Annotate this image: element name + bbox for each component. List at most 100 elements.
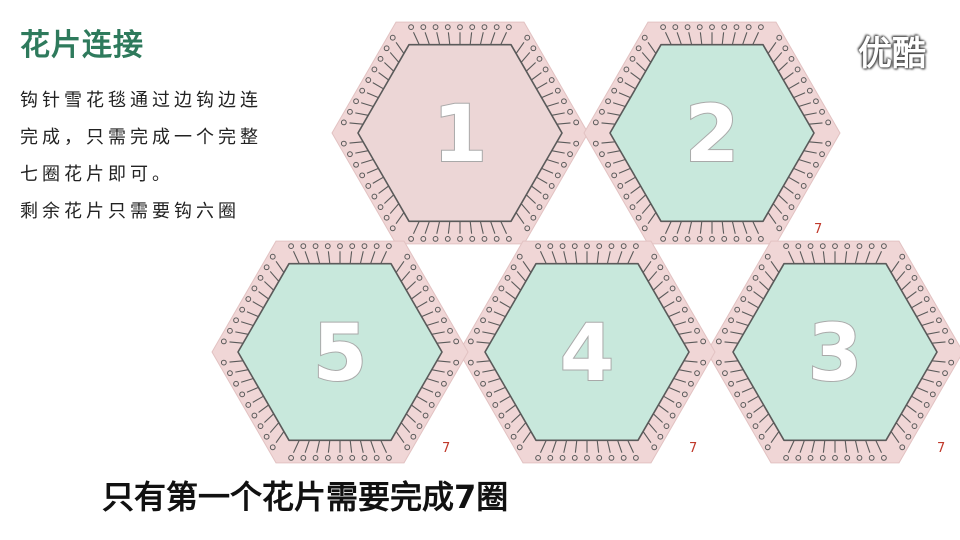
chain-loop-mark [696, 24, 703, 31]
chain-loop-mark [361, 243, 368, 250]
chain-loop-mark [432, 235, 439, 242]
stitch-mark [724, 341, 739, 344]
chain-loop-mark [758, 264, 765, 271]
stitch-mark [764, 271, 775, 282]
chain-loop-mark [447, 327, 453, 334]
stitch-mark [292, 440, 300, 453]
stitch-mark [875, 251, 883, 264]
motif-2: 27 [583, 21, 841, 245]
chain-loop-mark [669, 412, 676, 419]
stitch-mark [424, 221, 430, 234]
stitch-mark [476, 360, 491, 363]
chain-loop-mark [524, 225, 531, 232]
stitch-mark [539, 251, 547, 264]
stitch-mark [753, 291, 764, 300]
chain-loop-mark [700, 359, 707, 366]
motif-inner-fill [732, 262, 938, 442]
stitch-mark [235, 369, 249, 373]
stitch-mark [636, 194, 647, 204]
stitch-mark [788, 176, 800, 184]
stitch-mark [627, 440, 635, 453]
stitch-mark [482, 331, 496, 335]
stitch-mark [811, 440, 816, 453]
chain-loop-mark [371, 193, 378, 200]
stitch-mark [349, 141, 364, 144]
chain-loop-mark [269, 253, 276, 260]
chain-loop-mark [547, 243, 554, 250]
caption-text: 只有第一个花片需要完成7圈 [102, 478, 509, 516]
chain-loop-mark [881, 243, 887, 250]
stitch-mark [574, 251, 578, 264]
chain-loop-mark [641, 34, 648, 41]
stitch-mark [389, 52, 400, 63]
chain-loop-mark [715, 359, 722, 366]
chain-loop-mark [746, 285, 753, 292]
chain-loop-mark [559, 454, 566, 461]
motif-number-label: 2 [685, 90, 739, 180]
chain-loop-mark [617, 183, 624, 189]
stitch-mark [652, 281, 663, 291]
chain-loop-mark [651, 444, 658, 451]
chain-loop-mark [337, 243, 343, 250]
chain-loop-mark [377, 55, 384, 62]
stitch-mark [229, 341, 244, 344]
chain-loop-mark [469, 24, 476, 31]
stitch-mark [395, 431, 405, 443]
stitch-mark [731, 32, 736, 45]
stitch-mark [596, 251, 600, 264]
chain-loop-mark [709, 235, 715, 242]
stitch-mark [292, 251, 300, 264]
chain-loop-mark [813, 161, 819, 168]
stitch-mark [647, 422, 658, 433]
chain-loop-mark [288, 454, 294, 461]
chain-loop-mark [492, 296, 499, 302]
stitch-mark [436, 221, 441, 234]
motif-1: 1 [331, 21, 589, 245]
chain-loop-mark [257, 423, 264, 430]
stitch-mark [525, 194, 536, 204]
round-count-mark: 7 [814, 222, 822, 237]
motif-inner-fill [357, 43, 563, 223]
chain-loop-mark [447, 370, 453, 377]
chain-loop-mark [353, 98, 359, 105]
stitch-mark [799, 251, 805, 264]
stitch-mark [606, 440, 611, 453]
stitch-mark [511, 281, 522, 291]
stitch-mark [380, 251, 388, 264]
chain-loop-mark [672, 235, 679, 242]
stitch-mark [546, 158, 560, 164]
chain-loop-mark [608, 243, 615, 250]
stitch-mark [541, 167, 554, 174]
stitch-mark [531, 185, 542, 194]
stitch-mark [499, 395, 511, 403]
stitch-mark [384, 62, 395, 72]
stitch-mark [890, 261, 900, 273]
description-line: 钩针雪花毯通过边钩边连 [20, 90, 262, 111]
chain-loop-mark [457, 24, 463, 31]
chain-loop-mark [715, 338, 722, 345]
chain-loop-mark [524, 34, 531, 41]
stitch-mark [378, 72, 389, 81]
stitch-mark [269, 271, 280, 282]
chain-loop-mark [611, 87, 618, 94]
chain-loop-mark [337, 454, 343, 461]
stitch-mark [327, 440, 331, 453]
stitch-mark [854, 251, 859, 264]
stitch-mark [426, 377, 440, 383]
chain-loop-mark [498, 285, 505, 292]
stitch-mark [741, 311, 754, 318]
chain-loop-mark [948, 359, 955, 366]
stitch-mark [349, 440, 353, 453]
chain-loop-mark [559, 243, 566, 250]
chain-loop-mark [733, 235, 740, 242]
chain-loop-mark [359, 87, 366, 94]
stitch-mark [400, 271, 411, 282]
stitch-mark [822, 440, 826, 453]
chain-loop-mark [788, 204, 795, 211]
description-text: 钩针雪花毯通过边钩边连 完成，只需完成一个完整 七圈花片即可。 剩余花片只需要钩… [20, 82, 262, 230]
stitch-mark [606, 251, 611, 264]
stitch-mark [551, 112, 565, 116]
chain-loop-mark [608, 454, 615, 461]
stitch-mark [511, 413, 522, 423]
stitch-mark [601, 122, 616, 125]
